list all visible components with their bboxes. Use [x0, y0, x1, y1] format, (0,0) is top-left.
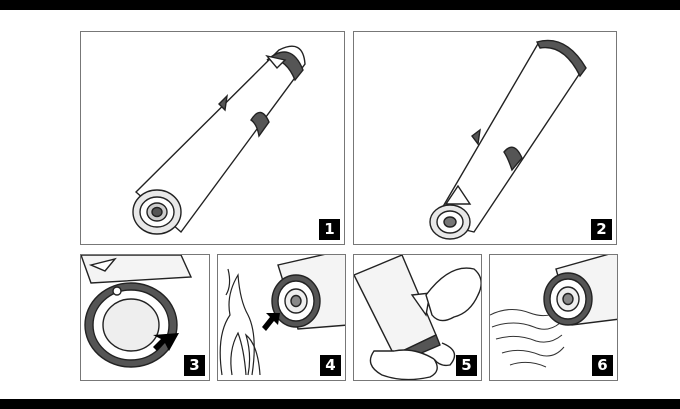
step-number-badge: 5 [456, 355, 477, 376]
step-number-badge: 3 [184, 355, 205, 376]
hand-icon [425, 267, 481, 322]
step-number-badge: 6 [592, 355, 613, 376]
step-3-panel: 3 [80, 254, 210, 381]
whistle-icon [81, 255, 193, 368]
step-5-panel: 5 [353, 254, 482, 381]
air-stream-icon [490, 309, 565, 368]
top-frame-bar [0, 0, 680, 10]
whistle-icon [429, 39, 587, 240]
whistle-icon [543, 255, 617, 326]
step-number-badge: 1 [319, 219, 340, 240]
flame-icon [219, 268, 261, 376]
bottom-frame-bar [0, 399, 680, 409]
step-1-panel: 1 [80, 31, 345, 245]
step-4-panel: 4 [217, 254, 346, 381]
hand-icon [369, 349, 438, 380]
step-2-panel: 2 [353, 31, 617, 245]
whistle-icon [132, 45, 306, 235]
step-6-panel: 6 [489, 254, 618, 381]
whistle-icon [271, 255, 345, 330]
step-number-badge: 4 [320, 355, 341, 376]
step-number-badge: 2 [591, 219, 612, 240]
arrow-icon [153, 333, 179, 351]
arrow-icon [262, 313, 280, 331]
